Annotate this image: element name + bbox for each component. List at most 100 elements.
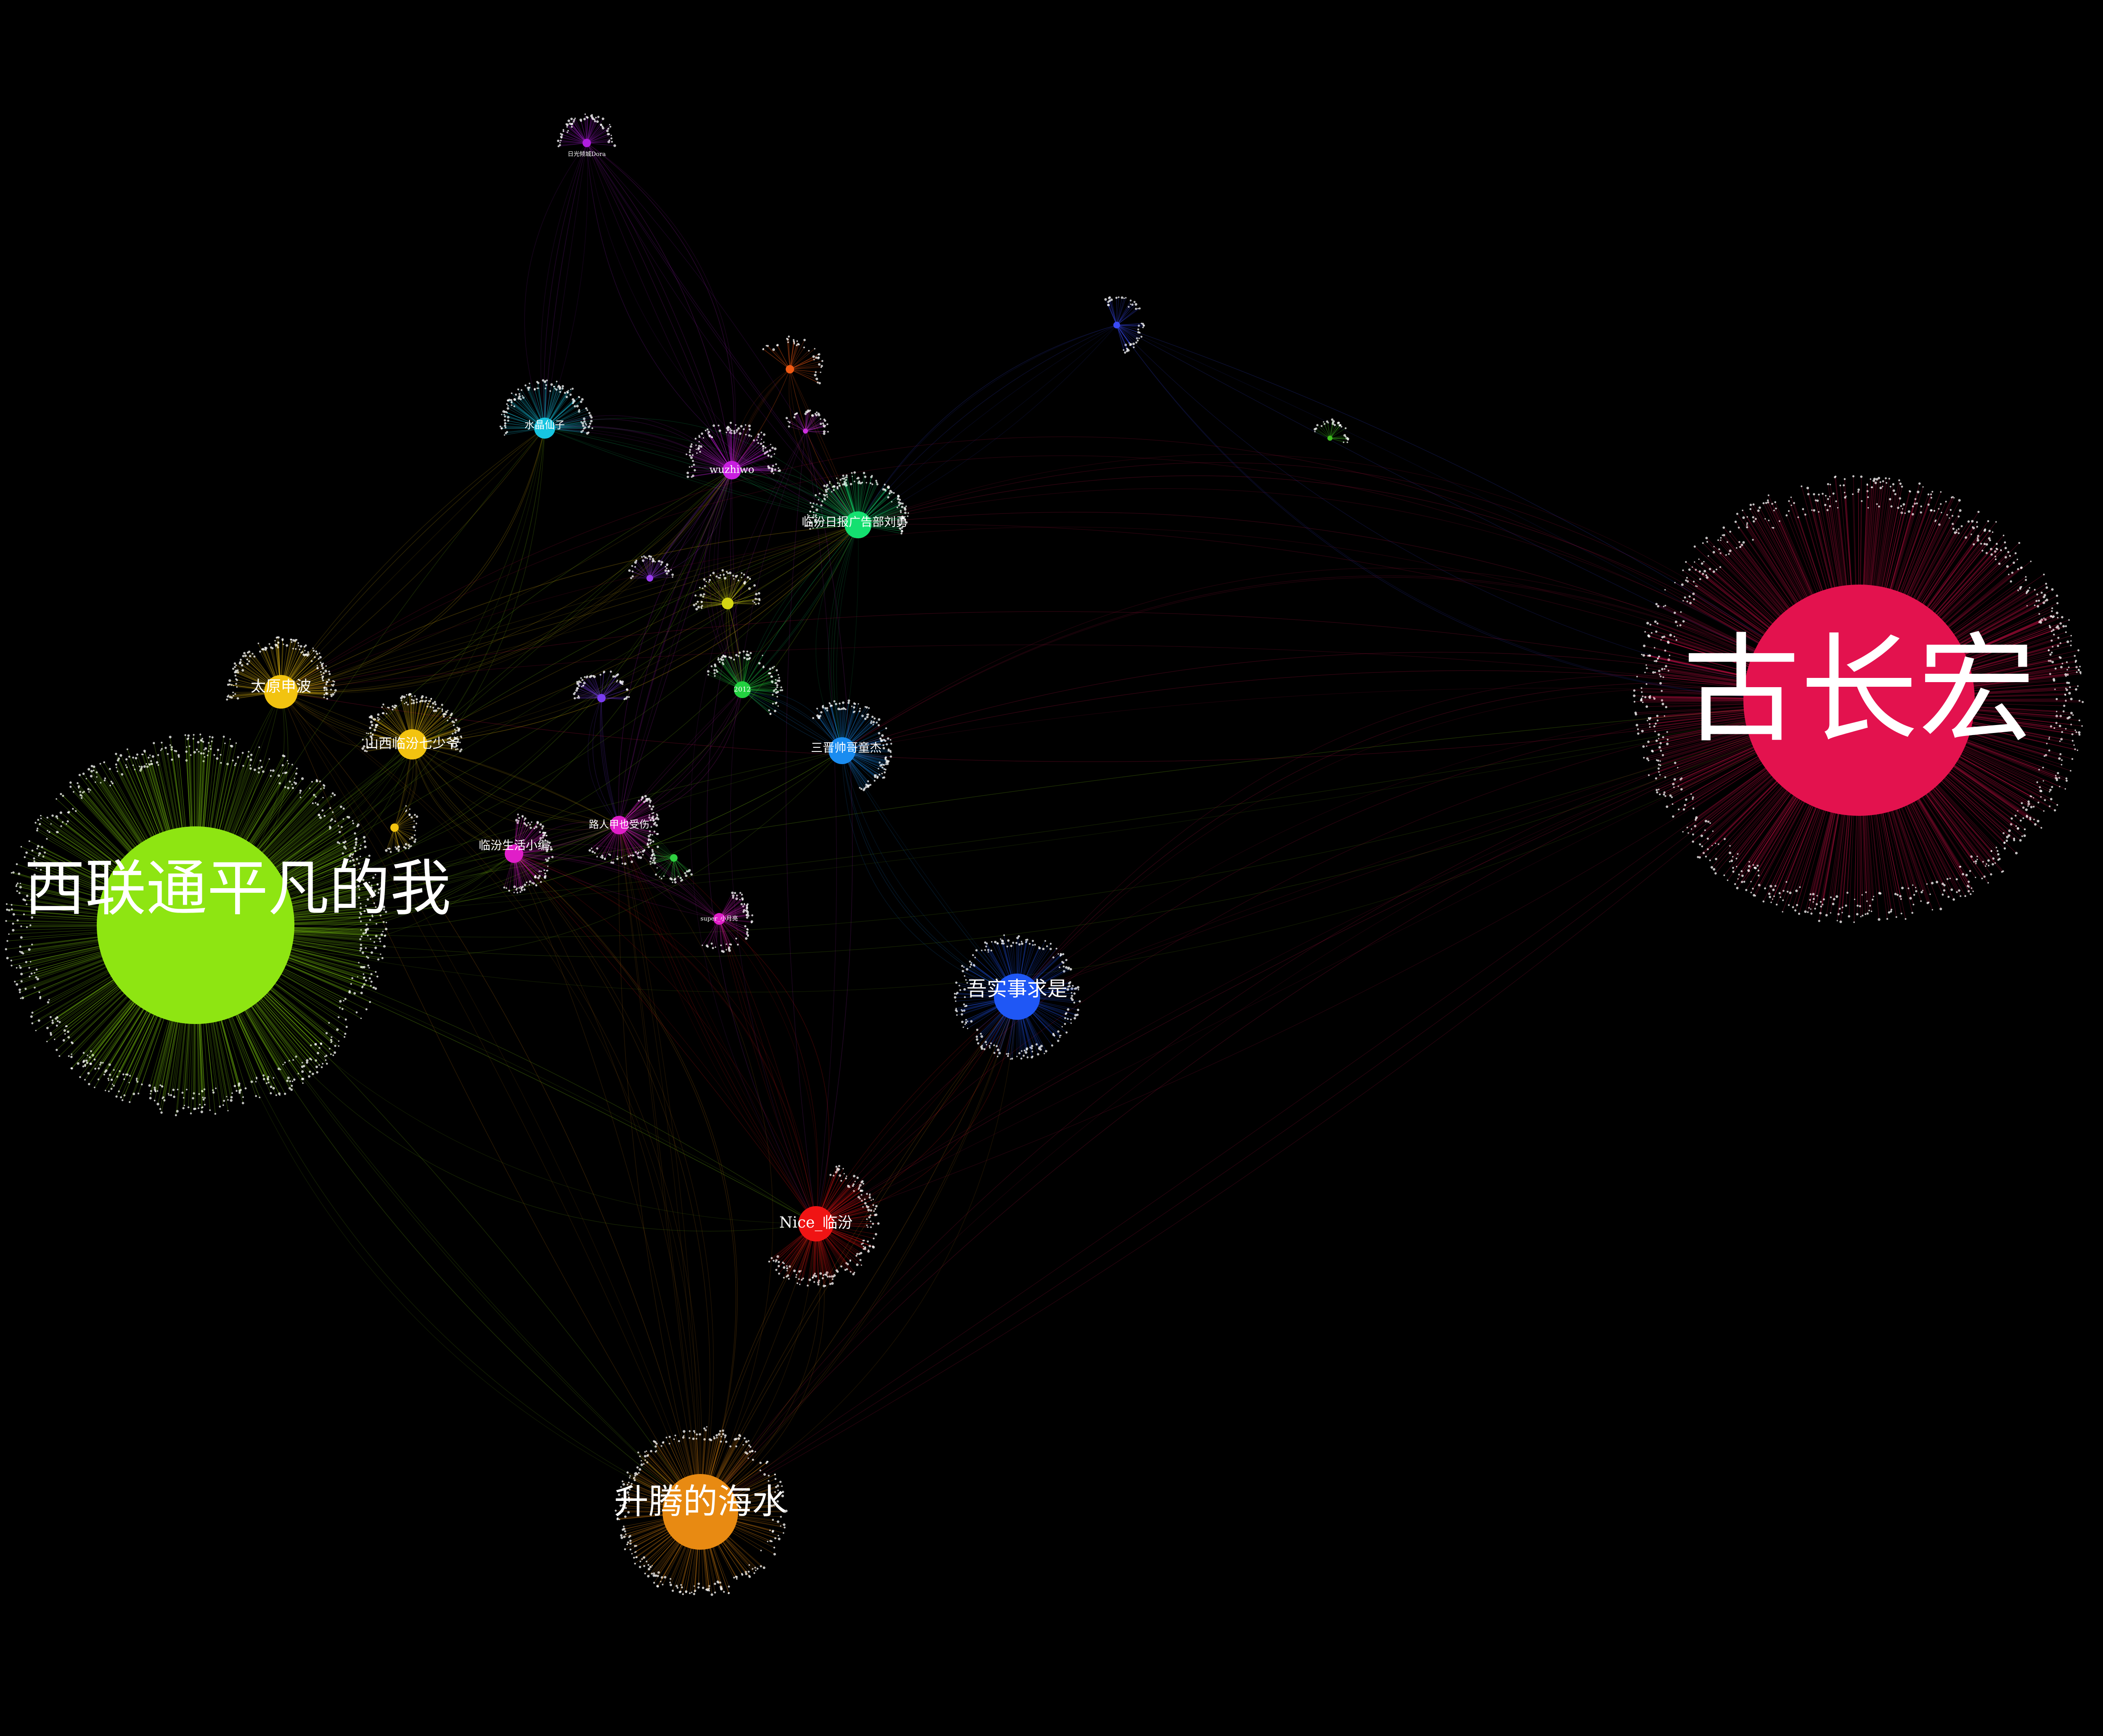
leaf-node [2071,733,2074,736]
leaf-node [654,1450,657,1453]
leaf-node [374,946,377,949]
leaf-node [109,784,111,786]
leaf-node [1870,910,1873,912]
leaf-node [2059,715,2062,717]
leaf-node [1692,580,1695,583]
leaf-node [149,754,151,756]
leaf-node [1808,907,1810,909]
leaf-node [644,1572,646,1575]
leaf-node [2040,591,2043,594]
leaf-node [10,959,12,962]
leaf-node [1982,861,1984,863]
leaf-node [1895,916,1897,918]
graph-edge [700,1223,816,1512]
leaf-node [25,961,27,963]
leaf-node [284,1061,286,1064]
leaf-node [361,951,364,954]
leaf-node [1680,611,1682,613]
leaf-node [385,921,387,924]
leaf-node [99,1064,101,1066]
leaf-node [788,1278,790,1280]
leaf-node [1736,547,1737,549]
leaf-node [1857,488,1860,491]
leaf-node [126,748,128,750]
leaf-node [1989,539,1991,542]
leaf-node [1892,483,1895,486]
graph-edge [842,567,1859,751]
leaf-node [1634,701,1636,703]
leaf-node [1725,554,1727,556]
leaf-node [1685,798,1687,801]
leaf-node [2082,701,2084,703]
leaf-node [358,889,360,890]
leaf-node [12,929,15,932]
leaf-node [36,977,40,981]
leaf-node [1920,505,1923,508]
leaf-node [965,1005,968,1007]
leaf-node [1841,912,1843,913]
leaf-node [2019,819,2022,822]
leaf-node [1674,620,1677,623]
leaf-node [241,1102,244,1104]
leaf-node [336,841,339,844]
leaf-node [259,1096,261,1098]
leaf-node [2061,759,2063,761]
graph-edge [836,524,858,751]
leaf-node [783,1277,785,1279]
leaf-node [2052,629,2055,631]
graph-edge [281,428,545,692]
leaf-node [962,1026,964,1028]
leaf-node [1809,899,1811,901]
graph-edge [195,470,732,926]
graph-edge [700,700,1859,1512]
leaf-node [1789,892,1792,894]
leaf-node [12,871,15,874]
graph-edge [742,689,842,751]
leaf-node [1722,534,1723,536]
leaf-node [1799,886,1801,888]
leaf-node [148,763,150,765]
leaf-node [1873,896,1875,897]
leaf-node [2025,808,2028,811]
leaf-node [365,932,367,934]
leaf-node [1753,894,1756,897]
leaf-node [1957,528,1960,530]
leaf-node [869,1214,871,1216]
leaf-node [336,1028,339,1031]
leaf-node [289,1080,291,1082]
leaf-node [964,975,966,977]
leaf-node [771,1540,773,1543]
leaf-node [65,1025,67,1027]
leaf-node [344,998,347,1000]
leaf-node [2077,749,2079,751]
leaf-node [1983,542,1986,545]
leaf-node [140,767,143,770]
leaf-node [383,945,386,948]
leaf-node [143,765,146,768]
leaf-node [1782,911,1783,913]
leaf-node [1995,847,1997,849]
leaf-node [56,1024,58,1027]
leaf-node [1679,624,1682,627]
leaf-node [2070,712,2073,715]
leaf-node [91,1053,94,1057]
leaf-node [956,1010,958,1013]
leaf-node [1819,912,1822,915]
leaf-node [853,1175,856,1178]
leaf-node [201,738,204,740]
leaf-node [1952,496,1954,498]
leaf-node [768,1260,771,1263]
leaf-node [2060,738,2063,741]
leaf-node [1663,668,1666,670]
leaf-node [1912,884,1914,886]
graph-edge [700,1223,816,1512]
leaf-node [277,1067,281,1070]
leaf-node [624,1530,626,1532]
graph-edge [195,925,701,1512]
leaf-node [1078,989,1079,991]
graph-edge [281,691,413,745]
graph-edge [619,825,720,919]
leaf-node [2062,710,2065,712]
graph-edge [742,689,842,751]
leaf-node [678,1440,680,1442]
